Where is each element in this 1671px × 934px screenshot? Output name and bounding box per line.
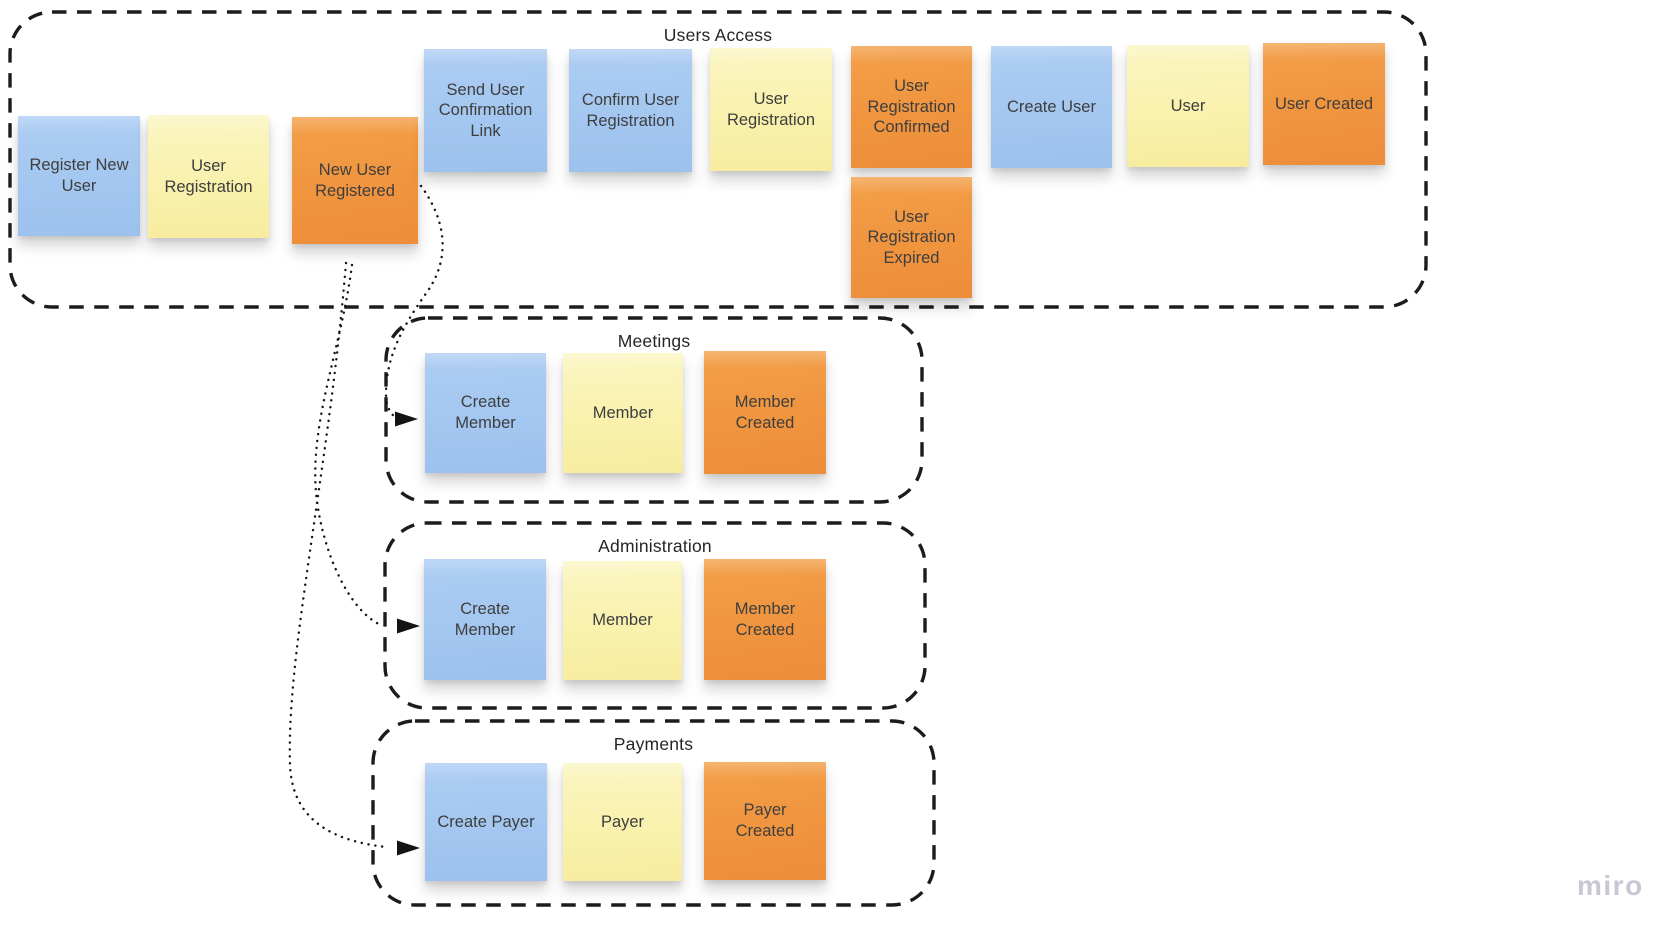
sticky-label: User Registration Expired	[867, 207, 956, 267]
sticky-label: Register New User	[29, 156, 129, 195]
sticky-label: Confirm User Registration	[581, 90, 680, 130]
sticky-new-user-registered-users-access[interactable]: New User Registered	[292, 117, 418, 244]
sticky-user-registration-expired-users-access[interactable]: User Registration Expired	[851, 177, 972, 298]
arrowhead-new-user-registered-to-meetings-create-member[interactable]	[395, 411, 418, 427]
sticky-label: New User Registered	[315, 160, 395, 200]
sticky-label: Create Payer	[437, 812, 535, 831]
sticky-payer-created-payments[interactable]: Payer Created	[704, 762, 826, 880]
arrowhead-new-user-registered-to-administration-create-member[interactable]	[397, 618, 420, 634]
sticky-label: User	[1170, 96, 1206, 115]
frame-meetings[interactable]	[384, 316, 924, 504]
sticky-label: Member Created	[734, 392, 796, 432]
sticky-label: Member Created	[734, 599, 796, 639]
sticky-user-registration-users-access[interactable]: User Registration	[148, 115, 269, 238]
sticky-send-user-confirmation-link-users-access[interactable]: Send User Confirmation Link	[424, 49, 547, 172]
frame-administration[interactable]	[383, 521, 927, 710]
sticky-create-user-users-access[interactable]: Create User	[991, 46, 1112, 168]
frame-users-access[interactable]	[8, 10, 1428, 309]
sticky-user-registration-users-access[interactable]: User Registration	[710, 48, 832, 171]
sticky-member-meetings[interactable]: Member	[563, 353, 683, 473]
sticky-member-created-administration[interactable]: Member Created	[704, 559, 826, 680]
sticky-payer-payments[interactable]: Payer	[563, 763, 682, 881]
arrowhead-new-user-registered-to-payments-create-payer[interactable]	[397, 840, 420, 856]
sticky-member-created-meetings[interactable]: Member Created	[704, 351, 826, 474]
sticky-create-payer-payments[interactable]: Create Payer	[425, 763, 547, 881]
sticky-label: User Created	[1274, 94, 1374, 113]
sticky-user-users-access[interactable]: User	[1127, 45, 1249, 167]
connector-new-user-registered-to-meetings-create-member[interactable]	[384, 184, 444, 418]
miro-watermark: miro	[1577, 870, 1644, 901]
connector-new-user-registered-to-payments-create-payer[interactable]	[288, 261, 388, 849]
sticky-label: Send User Confirmation Link	[438, 80, 533, 140]
sticky-label: Payer Created	[735, 801, 795, 840]
sticky-user-created-users-access[interactable]: User Created	[1263, 43, 1385, 165]
frame-payments[interactable]	[371, 719, 936, 907]
sticky-label: User Registration	[726, 89, 816, 129]
sticky-member-administration[interactable]: Member	[563, 561, 682, 680]
sticky-label: Payer	[600, 812, 645, 831]
connector-new-user-registered-to-administration-create-member[interactable]	[314, 263, 385, 628]
sticky-label: User Registration	[164, 156, 253, 196]
sticky-label: Create Member	[455, 393, 516, 432]
sticky-label: User Registration Confirmed	[867, 77, 956, 137]
sticky-label: Member	[592, 611, 653, 630]
sticky-create-member-meetings[interactable]: Create Member	[425, 353, 546, 473]
sticky-label: Member	[592, 403, 654, 422]
sticky-register-new-user-users-access[interactable]: Register New User	[18, 116, 140, 236]
sticky-label: Create Member	[454, 599, 516, 639]
sticky-create-member-administration[interactable]: Create Member	[424, 559, 546, 680]
sticky-label: Create User	[1007, 97, 1096, 116]
sticky-user-registration-confirmed-users-access[interactable]: User Registration Confirmed	[851, 46, 972, 168]
sticky-confirm-user-registration-users-access[interactable]: Confirm User Registration	[569, 49, 692, 172]
